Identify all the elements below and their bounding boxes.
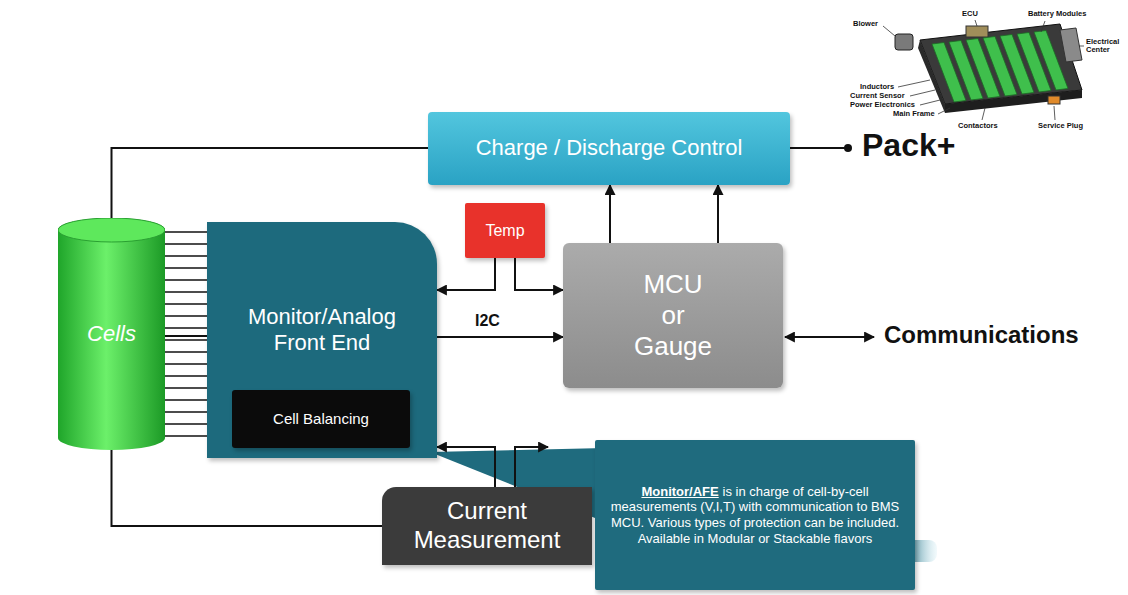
leader-line [975, 20, 977, 26]
sense-wire [165, 423, 207, 425]
cells-cylinder: Cells [58, 218, 165, 450]
terminal-label: Pack+ [862, 128, 955, 163]
part-label: Battery Modules [1028, 10, 1086, 18]
blower-part [895, 34, 913, 50]
text-block: Charge / Discharge Control [476, 135, 743, 161]
callout-box: Monitor/AFEis in charge of cell-by-cell … [595, 440, 915, 590]
signal-label: I2C [475, 312, 500, 330]
pack-tray [920, 24, 1082, 104]
node-label: Temp [485, 222, 524, 239]
sense-wire [165, 435, 207, 437]
connector [437, 447, 495, 487]
text-block: Monitor/AFEis in charge of cell-by-cell … [609, 484, 901, 546]
part-label: ECU [962, 10, 978, 18]
part-label: Power Electronics [850, 101, 915, 109]
connector [515, 258, 563, 290]
node-label: Monitor/Analog Front End [248, 304, 396, 355]
node-label: Current Measurement [414, 497, 561, 553]
sense-wire [165, 399, 207, 401]
text-block: Cell Balancing [273, 410, 369, 428]
part-label: Current Sensor [850, 92, 905, 100]
cylinder-top [58, 218, 165, 242]
communications-arrow [785, 336, 874, 338]
ecu-part [966, 26, 988, 37]
leader-line [883, 26, 895, 36]
node-label: Cells [87, 321, 136, 346]
electrical-center-part [1060, 28, 1082, 62]
sense-wire [165, 351, 207, 353]
node-label: Cell Balancing [273, 410, 369, 427]
connector [609, 185, 611, 243]
leader-line [1041, 21, 1045, 32]
battery-modules [932, 31, 1068, 103]
connector [165, 335, 207, 337]
sense-wire [165, 339, 207, 341]
leader-line [1079, 46, 1084, 47]
sense-wire [165, 267, 207, 269]
part-label: Inductors [860, 83, 894, 91]
arrow-stub [515, 447, 548, 487]
sense-wire [165, 291, 207, 293]
text-block: MCU or Gauge [634, 269, 712, 363]
pack-output-wire [790, 147, 846, 149]
sense-wire [165, 303, 207, 305]
controller-box: MCU or Gauge [563, 243, 783, 388]
leader-line [920, 100, 940, 105]
part-label: Blower [853, 20, 878, 28]
sense-wire [165, 279, 207, 281]
sense-wire [165, 375, 207, 377]
sense-wire [165, 231, 207, 233]
text-block: Temp [485, 221, 524, 240]
sub-function-box: Cell Balancing [232, 390, 410, 448]
leader-line [910, 90, 935, 96]
cylinder-body [58, 218, 165, 450]
sense-wire [165, 255, 207, 257]
part-label: Service Plug [1038, 122, 1083, 130]
connector [112, 148, 429, 218]
leader-line [1054, 106, 1055, 120]
port-label: Communications [884, 322, 1079, 348]
node-label: Charge / Discharge Control [476, 135, 743, 160]
part-label: Contactors [958, 122, 998, 130]
control-box: Charge / Discharge Control [428, 112, 790, 185]
connector [717, 185, 719, 243]
sense-wire [165, 243, 207, 245]
terminal-dot [844, 144, 852, 152]
connector [437, 258, 495, 290]
leader-line [938, 108, 950, 114]
text-block: Current Measurement [414, 497, 561, 555]
node-label: MCU or Gauge [634, 269, 712, 361]
part-label: Main Frame [893, 110, 935, 118]
connector [112, 450, 383, 526]
text-wrap: Monitor/Analog Front End [227, 304, 417, 357]
part-label: Electrical Center [1086, 38, 1122, 55]
callout-heading: Monitor/AFE [641, 484, 718, 499]
connector [437, 336, 563, 338]
sensor-box: Temp [465, 203, 545, 258]
sense-wire [165, 363, 207, 365]
sense-wire [165, 411, 207, 413]
sense-wire [165, 315, 207, 317]
sense-wire [165, 327, 207, 329]
afe-box: Monitor/Analog Front EndCell Balancing [207, 222, 437, 458]
measurement-box: Current Measurement [382, 487, 592, 565]
text-block: Monitor/Analog Front End [207, 304, 437, 357]
leader-line [898, 80, 930, 87]
sense-wire [165, 387, 207, 389]
service-plug-part [1048, 96, 1060, 104]
text-block: Cells [87, 321, 136, 347]
leader-line [982, 108, 985, 120]
battery-module [1034, 31, 1068, 91]
